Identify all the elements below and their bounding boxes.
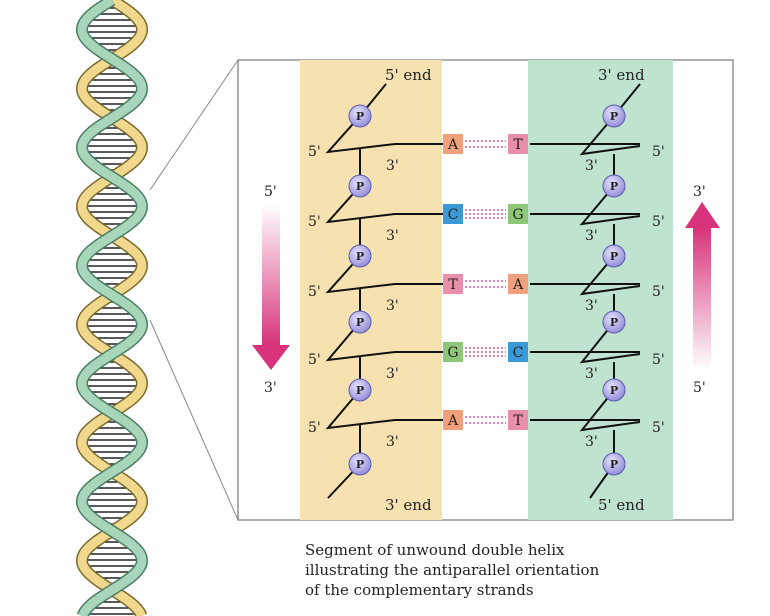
left-bottom-end-label: 3' end: [385, 496, 432, 514]
right-base-box: [508, 274, 528, 294]
left-backbone-line: [325, 83, 396, 499]
phosphate-circle: [602, 378, 626, 402]
right-base-letter: A: [512, 277, 524, 293]
right-strand-backbone: P P P P P P 3' 5' 3' 5' 3' 5' 3' 5' 3' 5': [579, 83, 665, 499]
left-five-prime-label: 5': [308, 284, 321, 300]
phosphate-label: P: [610, 250, 618, 263]
phosphate-circle: [602, 174, 626, 198]
left-three-prime-label: 3': [386, 298, 399, 314]
left-base-letter: T: [448, 277, 458, 293]
zoom-line-bottom: [149, 319, 239, 521]
phosphate-circle: [602, 452, 626, 476]
left-five-prime-label: 5': [308, 214, 321, 230]
left-base-box: [443, 342, 463, 362]
base-pairs: A T C G T A G C A T: [395, 134, 640, 430]
double-helix-illustration: [75, 0, 149, 616]
right-three-prime-label: 3': [585, 366, 598, 382]
left-base-box: [443, 134, 463, 154]
left-arrow-top-label: 5': [264, 184, 277, 200]
left-base-box: [443, 204, 463, 224]
phosphate-circle: [348, 378, 372, 402]
helix-strand-green: [77, 0, 147, 616]
right-direction-arrow-shaft: [693, 228, 711, 370]
right-bottom-end-label: 5' end: [598, 496, 645, 514]
caption-line-1: Segment of unwound double helix: [305, 541, 565, 559]
right-base-letter: C: [513, 345, 524, 361]
phosphate-label: P: [356, 180, 364, 193]
right-three-prime-label: 3': [585, 228, 598, 244]
right-arrow-bottom-label: 5': [693, 380, 706, 396]
right-base-box: [508, 410, 528, 430]
phosphate-label: P: [356, 458, 364, 471]
left-direction-arrow-shaft: [262, 205, 280, 345]
right-five-prime-label: 5': [652, 144, 665, 160]
left-three-prime-label: 3': [386, 158, 399, 174]
right-base-letter: T: [513, 137, 523, 153]
right-five-prime-label: 5': [652, 352, 665, 368]
left-five-prime-label: 5': [308, 144, 321, 160]
left-base-letter: A: [447, 137, 459, 153]
right-three-prime-label: 3': [585, 434, 598, 450]
right-base-box: [508, 342, 528, 362]
phosphate-circle: [602, 310, 626, 334]
phosphate-circle: [348, 310, 372, 334]
right-base-box: [508, 134, 528, 154]
left-three-prime-label: 3': [386, 434, 399, 450]
phosphate-circle: [348, 452, 372, 476]
left-three-prime-label: 3': [386, 228, 399, 244]
figure-caption: Segment of unwound double helix illustra…: [305, 540, 705, 600]
right-five-prime-label: 5': [652, 214, 665, 230]
left-strand-backbone: P P P P P P 5' 3' 5' 3' 5' 3' 5' 3' 5' 3': [308, 83, 399, 499]
left-base-letter: G: [447, 345, 458, 361]
phosphate-circle: [348, 174, 372, 198]
phosphate-circle: [348, 104, 372, 128]
right-top-end-label: 3' end: [598, 66, 645, 84]
phosphate-label: P: [610, 458, 618, 471]
left-five-prime-label: 5': [308, 352, 321, 368]
phosphate-label: P: [356, 110, 364, 123]
phosphate-circle: [602, 244, 626, 268]
right-strand-background: [528, 60, 673, 520]
zoom-line-top: [149, 59, 239, 191]
left-arrow-bottom-label: 3': [264, 380, 277, 396]
right-base-box: [508, 204, 528, 224]
left-strand-background: [300, 60, 442, 520]
phosphate-label: P: [610, 316, 618, 329]
left-three-prime-label: 3': [386, 366, 399, 382]
left-five-prime-label: 5': [308, 420, 321, 436]
left-base-box: [443, 410, 463, 430]
caption-line-2: illustrating the antiparallel orientatio…: [305, 561, 600, 579]
phosphate-circle: [602, 104, 626, 128]
left-base-box: [443, 274, 463, 294]
left-base-letter: A: [447, 413, 459, 429]
phosphate-label: P: [356, 250, 364, 263]
right-three-prime-label: 3': [585, 298, 598, 314]
phosphate-label: P: [610, 180, 618, 193]
caption-line-3: of the complementary strands: [305, 581, 534, 599]
phosphate-label: P: [610, 384, 618, 397]
right-five-prime-label: 5': [652, 284, 665, 300]
right-backbone-line: [579, 83, 641, 499]
helix-strand-yellow: [77, 0, 147, 616]
right-three-prime-label: 3': [585, 158, 598, 174]
phosphate-label: P: [356, 384, 364, 397]
phosphate-label: P: [356, 316, 364, 329]
right-base-letter: G: [512, 207, 523, 223]
left-direction-arrow-head: [252, 345, 290, 370]
left-top-end-label: 5' end: [385, 66, 432, 84]
phosphate-label: P: [610, 110, 618, 123]
phosphate-circle: [348, 244, 372, 268]
right-direction-arrow-head: [685, 202, 720, 228]
right-five-prime-label: 5': [652, 420, 665, 436]
left-base-letter: C: [448, 207, 459, 223]
right-arrow-top-label: 3': [693, 184, 706, 200]
right-base-letter: T: [513, 413, 523, 429]
